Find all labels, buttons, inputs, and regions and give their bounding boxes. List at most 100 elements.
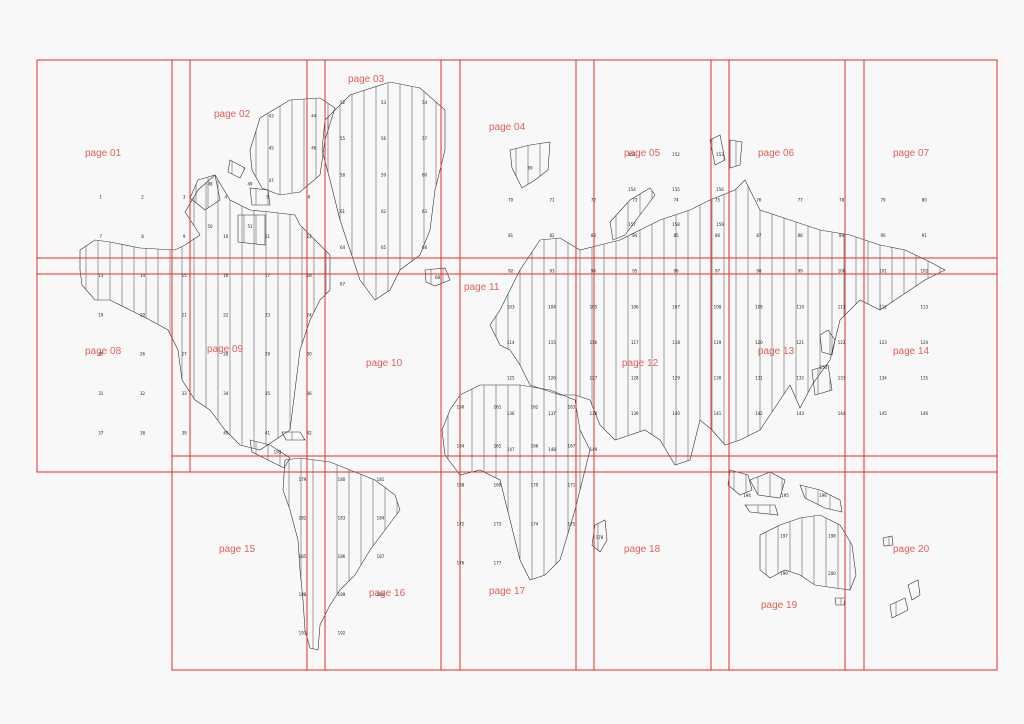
- region-number: 86: [715, 233, 721, 238]
- region-number: 183: [338, 515, 346, 520]
- page-label-19: page 19: [761, 600, 798, 611]
- grid-page-10[interactable]: [306, 257, 461, 473]
- page-label-06: page 06: [758, 148, 795, 159]
- region-number: 180: [338, 477, 346, 482]
- region-number: 72: [591, 197, 597, 202]
- grid-page-04[interactable]: [440, 59, 595, 275]
- grid-page-15[interactable]: [171, 455, 326, 671]
- region-number: 74: [674, 197, 680, 202]
- region-number: 62: [381, 209, 387, 214]
- region-number: 111: [838, 304, 846, 309]
- grid-page-17[interactable]: [440, 455, 595, 671]
- region-number: 41: [265, 430, 271, 435]
- region-number: 114: [507, 340, 515, 345]
- region-number: 71: [549, 197, 555, 202]
- landmass-tasmania: [834, 597, 846, 606]
- region-number: 37: [98, 430, 104, 435]
- region-number: 59: [381, 173, 387, 178]
- grid-page-07[interactable]: [844, 59, 998, 275]
- region-number: 64: [340, 245, 346, 250]
- region-number: 15: [182, 273, 188, 278]
- grid-page-01[interactable]: [36, 59, 191, 275]
- grid-page-16[interactable]: [306, 455, 461, 671]
- page-label-07: page 07: [893, 148, 930, 159]
- grid-page-11[interactable]: [440, 257, 595, 473]
- region-number: 161: [494, 404, 502, 409]
- region-number: 44: [311, 113, 317, 118]
- region-number: 4: [225, 195, 228, 200]
- grid-page-09[interactable]: [171, 257, 326, 473]
- region-number: 121: [796, 340, 804, 345]
- landmass-australia: [759, 514, 857, 591]
- grid-page-13[interactable]: [710, 257, 865, 473]
- landmasses: [79, 81, 946, 651]
- region-number: 127: [590, 376, 598, 381]
- grid-page-08[interactable]: [36, 257, 191, 473]
- region-number: 196: [819, 493, 827, 498]
- region-number: 197: [780, 534, 788, 539]
- region-number: 84: [632, 233, 638, 238]
- region-number: 66: [422, 245, 428, 250]
- page-label-03: page 03: [348, 74, 385, 85]
- region-number: 24: [307, 312, 313, 317]
- page-label-04: page 04: [489, 122, 526, 133]
- region-number: 200: [828, 571, 836, 576]
- grid-page-20[interactable]: [844, 455, 998, 671]
- grid-page-12[interactable]: [575, 257, 730, 473]
- page-label-11: page 11: [464, 282, 500, 293]
- region-number: 181: [377, 477, 385, 482]
- hatch-lines: [85, 82, 941, 650]
- region-number: 173: [494, 521, 502, 526]
- region-number: 153: [716, 152, 724, 157]
- region-number: 145: [879, 411, 887, 416]
- region-number: 146: [920, 411, 928, 416]
- page-label-12: page 12: [622, 358, 659, 369]
- region-number: 83: [591, 233, 597, 238]
- region-number: 169: [494, 482, 502, 487]
- grid-page-02[interactable]: [171, 59, 326, 275]
- grid-page-14[interactable]: [844, 257, 998, 473]
- region-number: 23: [265, 312, 271, 317]
- region-number: 28: [223, 352, 229, 357]
- region-number: 19: [98, 312, 104, 317]
- region-number: 98: [756, 269, 762, 274]
- page-label-02: page 02: [214, 109, 251, 120]
- page-labels: page 01 page 02 page 03 page 04 page 05 …: [85, 74, 930, 611]
- region-number: 21: [182, 312, 188, 317]
- region-number: 136: [507, 411, 515, 416]
- region-number: 167: [568, 443, 576, 448]
- grid-page-03[interactable]: [306, 59, 461, 275]
- region-number: 70: [508, 197, 514, 202]
- region-number: 75: [715, 197, 721, 202]
- region-number: 96: [674, 269, 680, 274]
- landmass-eurasia: [489, 179, 946, 466]
- region-number: 117: [631, 340, 639, 345]
- region-number: 123: [879, 340, 887, 345]
- region-number: 176: [457, 560, 465, 565]
- region-number: 45: [269, 146, 275, 151]
- grid-page-18[interactable]: [575, 455, 730, 671]
- region-number: 68: [435, 275, 441, 280]
- region-number: 186: [338, 554, 346, 559]
- region-number: 17: [265, 273, 271, 278]
- region-number: 65: [381, 245, 387, 250]
- grid-page-05[interactable]: [575, 59, 730, 275]
- region-number: 104: [548, 304, 556, 309]
- landmass-pacific-islands: [882, 535, 894, 547]
- region-number: 163: [568, 404, 576, 409]
- region-number: 8: [141, 234, 144, 239]
- region-number: 16: [223, 273, 229, 278]
- region-number: 14: [140, 273, 146, 278]
- region-number: 36: [307, 391, 313, 396]
- grid-page-19[interactable]: [710, 455, 865, 671]
- landmass-scandinavia: [321, 81, 446, 301]
- region-number: 165: [494, 443, 502, 448]
- page-label-10: page 10: [366, 358, 403, 369]
- page-label-05: page 05: [624, 148, 661, 159]
- grid-page-06[interactable]: [710, 59, 865, 275]
- region-number: 115: [548, 340, 556, 345]
- page-label-20: page 20: [893, 544, 930, 555]
- region-number: 159: [716, 222, 724, 227]
- page-label-01: page 01: [85, 148, 122, 159]
